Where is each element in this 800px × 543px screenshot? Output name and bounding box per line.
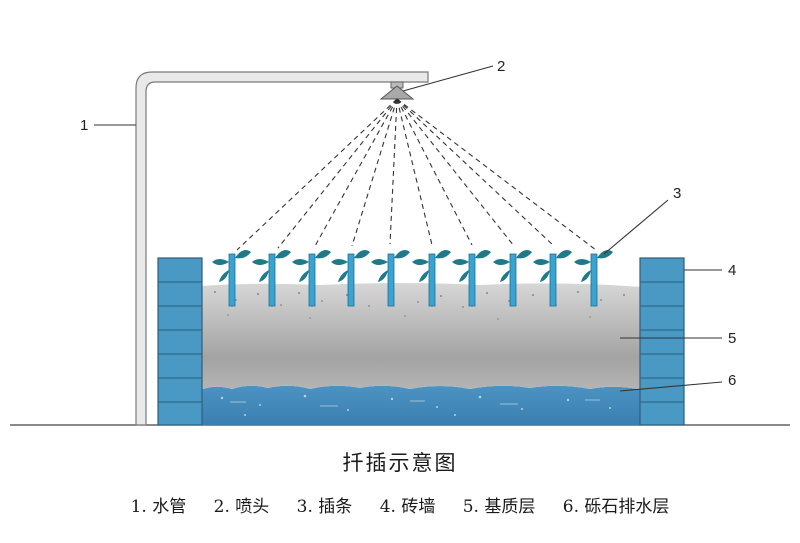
leader-lines: [94, 65, 723, 392]
spray-lines: [236, 98, 597, 251]
callout-5: 5: [728, 330, 736, 347]
plant-cutting-icon: [371, 250, 410, 307]
legend-item-nozzle: 2. 喷头: [213, 497, 270, 517]
plant-cutting-icon: [574, 250, 613, 307]
gravel-drainage-layer: [200, 385, 642, 425]
legend-item-gravel-layer: 6. 砾石排水层: [562, 497, 670, 517]
plant-cutting-icon: [533, 250, 572, 307]
plant-cutting-icon: [331, 250, 370, 307]
water-pipe: [135, 71, 429, 426]
legend-item-cutting: 3. 插条: [296, 497, 353, 517]
plant-cutting-icon: [412, 250, 451, 307]
callout-6: 6: [728, 372, 736, 389]
plant-cutting-icon: [493, 250, 532, 307]
plant-cutting-icon: [452, 250, 491, 307]
brick-wall-left: [157, 257, 203, 426]
plant-cutting-icon: [292, 250, 331, 307]
legend-item-brick-wall: 4. 砖墙: [379, 497, 436, 517]
cuttings-row: [212, 250, 613, 307]
callout-4: 4: [728, 262, 736, 279]
legend-item-water-pipe: 1. 水管: [130, 497, 187, 517]
callout-3: 3: [673, 185, 681, 202]
legend: 1. 水管 2. 喷头 3. 插条 4. 砖墙 5. 基质层 6. 砾石排水层: [0, 492, 800, 517]
callout-2: 2: [497, 58, 505, 75]
brick-wall-right: [639, 257, 685, 426]
legend-item-substrate: 5. 基质层: [462, 497, 536, 517]
diagram-title: 扦插示意图: [342, 451, 458, 475]
plant-cutting-icon: [212, 250, 251, 307]
plant-cutting-icon: [252, 250, 291, 307]
callout-1: 1: [80, 117, 88, 134]
substrate-layer: [200, 283, 642, 390]
nozzle-icon: [379, 81, 415, 100]
